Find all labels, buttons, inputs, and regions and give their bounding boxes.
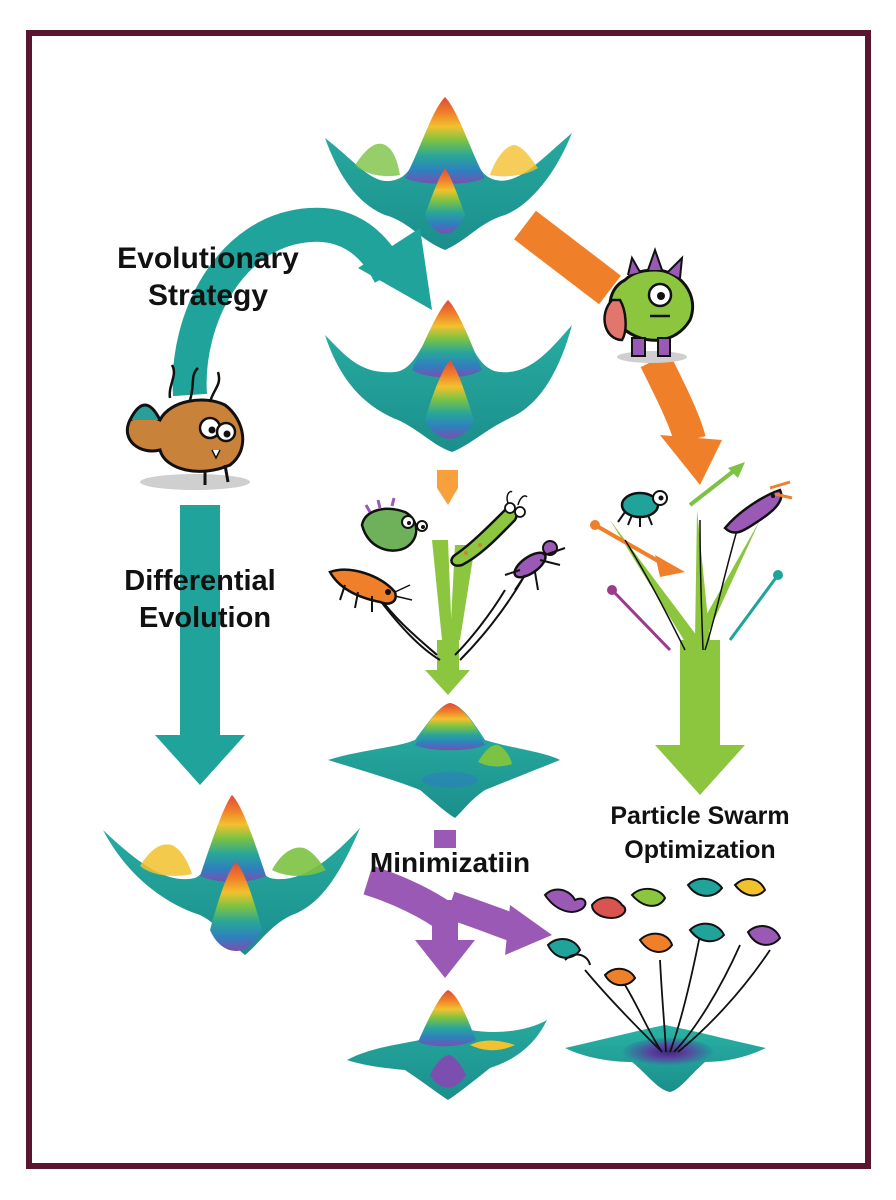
differential-evolution-label-line1: Differential [124,565,275,597]
bird-swarm-icon [543,877,782,987]
minimization-landscape [347,990,547,1100]
top-fitness-landscape [325,97,572,250]
pso-green-arrow [590,462,783,795]
green-bug-icon [360,497,428,552]
converging-fitness-landscape [328,703,560,818]
green-worm-icon [450,490,528,567]
minimization-label: Minimizatiin [370,847,530,878]
differential-evolution-label-line2: Evolution [139,602,271,634]
middle-fitness-landscape [325,300,572,452]
lizard-creature-icon [125,364,250,490]
minimization-arrows [363,830,552,978]
particle-swarm-landscape [565,1025,766,1092]
swarm-convergence-arrows [584,934,771,1053]
evolutionary-strategy-label-line2: Strategy [148,279,268,312]
small-orange-arrow [437,470,458,505]
differential-evolution-landscape [103,795,360,955]
evolutionary-strategy-arrow [172,207,432,397]
monster-creature-icon [603,246,695,363]
evolutionary-strategy-label-line1: Evolutionary [117,242,299,275]
diagram-border [26,30,871,1169]
orange-shrimp-icon [328,568,413,612]
pso-label-line2: Optimization [624,836,775,864]
pso-label-line1: Particle Swarm [610,802,789,830]
purple-insect-icon [504,540,566,591]
top-orange-arrow [514,210,722,485]
teal-mite-icon [617,490,668,527]
differential-green-arrow [364,540,526,695]
purple-fish-icon [723,480,793,534]
differential-evolution-arrow [155,505,245,785]
